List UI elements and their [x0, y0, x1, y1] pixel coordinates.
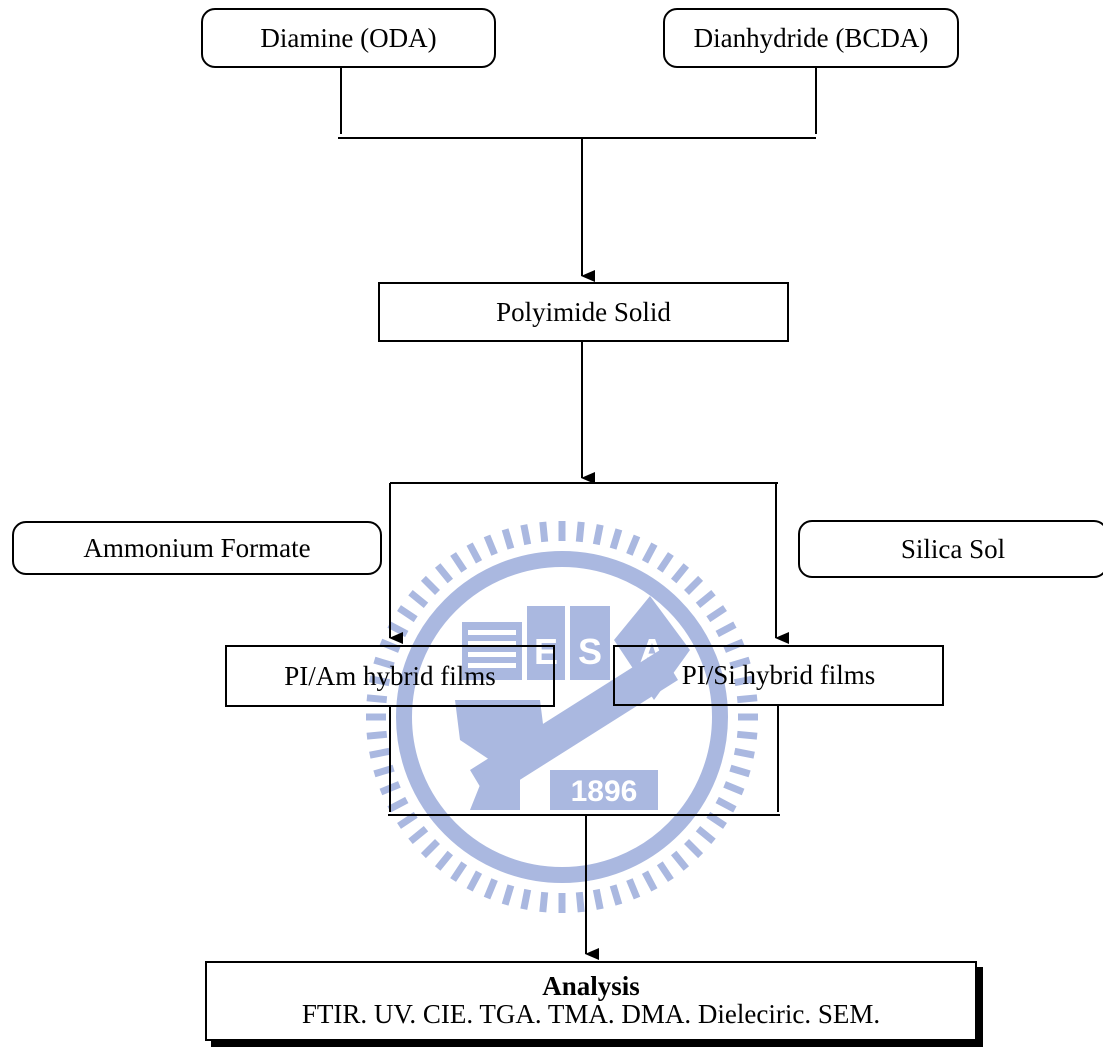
seal-tick [656, 861, 674, 882]
dianhydride-node: Dianhydride (BCDA) [663, 8, 959, 68]
seal-tick [501, 884, 515, 906]
seal-tick [729, 764, 751, 778]
pi-am-films-label: PI/Am hybrid films [284, 660, 496, 691]
seal-tick [450, 552, 468, 573]
seal-tick [609, 528, 623, 550]
seal-anvil-shape [455, 700, 545, 810]
seal-tick [434, 850, 454, 871]
analysis-methods: FTIR. UV. CIE. TGA. TMA. DMA. Dieleciric… [301, 999, 881, 1030]
seal-tick [397, 811, 418, 829]
seal-tick [736, 694, 758, 704]
seal-tick [706, 811, 727, 829]
seal-tick [733, 747, 755, 759]
seal-tick [715, 621, 737, 638]
polyimide-label: Polyimide Solid [496, 296, 671, 327]
analysis-title: Analysis [542, 970, 640, 1001]
seal-tick [729, 656, 751, 670]
seal-tick [641, 870, 658, 892]
seal-tick [450, 861, 468, 882]
silica-sol-label: Silica Sol [900, 533, 1006, 564]
seal-tick [466, 870, 483, 892]
seal-tick [369, 675, 391, 687]
seal-tick [408, 825, 429, 845]
seal-tick [575, 521, 585, 543]
seal-tick [520, 524, 532, 546]
seal-tick [387, 796, 409, 813]
seal-year: 1896 [571, 775, 638, 808]
seal-tick [656, 552, 674, 573]
seal-tick [408, 589, 429, 609]
dianhydride-label: Dianhydride (BCDA) [693, 22, 929, 53]
seal-tick [520, 888, 532, 910]
seal-tick [369, 747, 391, 759]
seal-tick [715, 796, 737, 813]
seal-tick [420, 839, 440, 859]
ammonium-formate-label: Ammonium Formate [83, 532, 311, 563]
seal-tick [373, 656, 395, 670]
seal-tick [641, 542, 658, 564]
seal-year-plate [550, 770, 658, 810]
seal-block-e [527, 606, 565, 680]
seal-tick [626, 534, 641, 556]
seal-tick [670, 850, 690, 871]
seal-tick [575, 891, 585, 913]
seal-book-lines [468, 630, 516, 668]
seal-tick [483, 878, 498, 900]
seal-tick [539, 891, 549, 913]
seal-tick [733, 675, 755, 687]
diamine-label: Diamine (ODA) [260, 22, 437, 53]
seal-tick [592, 524, 604, 546]
seal-tick [387, 621, 409, 638]
diamine-node: Diamine (ODA) [201, 8, 496, 68]
seal-tick [695, 825, 716, 845]
seal-block-s [570, 606, 610, 680]
seal-tick [695, 589, 716, 609]
seal-tick [466, 542, 483, 564]
seal-inner-circle [396, 551, 728, 883]
seal-tick [723, 781, 745, 796]
seal-letter-s: S [578, 631, 602, 672]
pi-am-films-node: PI/Am hybrid films [225, 645, 555, 707]
seal-ring-ticks [366, 521, 758, 913]
analysis-node: Analysis FTIR. UV. CIE. TGA. TMA. DMA. D… [205, 961, 977, 1041]
seal-tick [483, 534, 498, 556]
pi-si-films-node: PI/Si hybrid films [613, 645, 944, 706]
seal-tick [684, 575, 704, 595]
seal-tick [539, 521, 549, 543]
polyimide-node: Polyimide Solid [378, 282, 789, 342]
ammonium-formate-node: Ammonium Formate [12, 521, 382, 575]
seal-tick [626, 878, 641, 900]
seal-tick [684, 839, 704, 859]
seal-tick [397, 605, 418, 623]
seal-tick [366, 694, 388, 704]
seal-tick [420, 575, 440, 595]
seal-tick [434, 563, 454, 584]
seal-tick [706, 605, 727, 623]
seal-tick [592, 888, 604, 910]
seal-diagonal-band [470, 650, 678, 800]
seal-tick [736, 730, 758, 740]
seal-tick [501, 528, 515, 550]
seal-tick [609, 884, 623, 906]
pi-si-films-label: PI/Si hybrid films [681, 660, 876, 690]
seal-tick [366, 730, 388, 740]
silica-sol-node: Silica Sol [798, 520, 1103, 578]
seal-tick [670, 563, 690, 584]
